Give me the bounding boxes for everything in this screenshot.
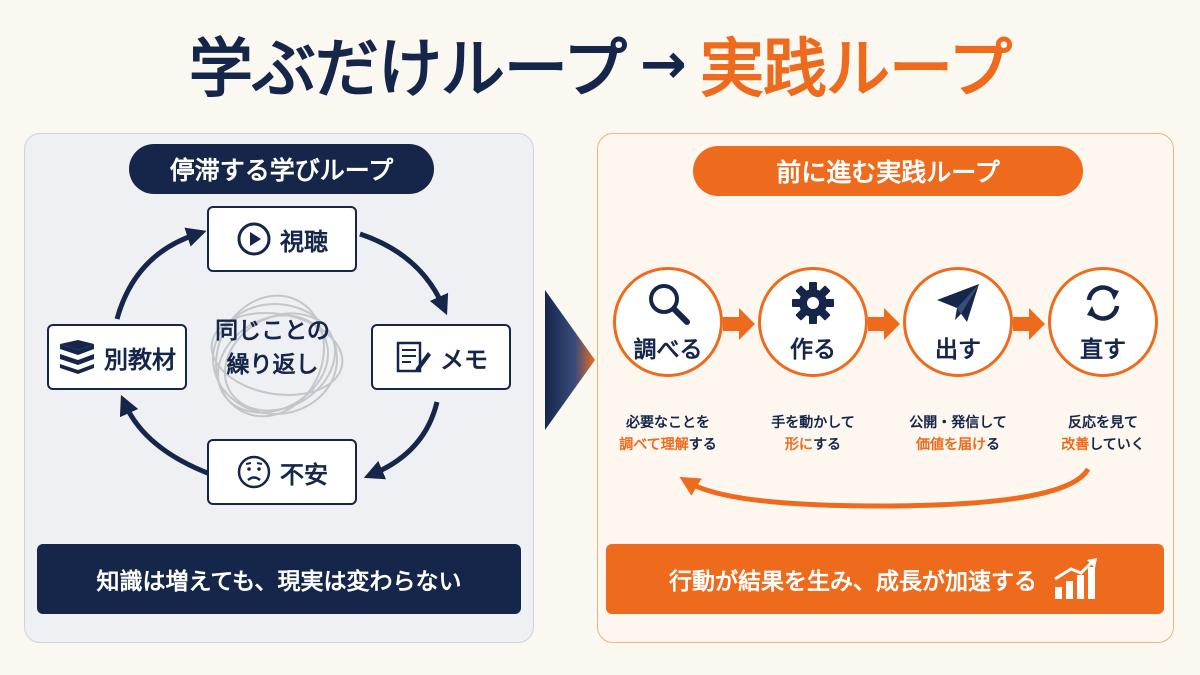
node-memo-label: メモ bbox=[440, 345, 488, 374]
step-arrow-2 bbox=[868, 308, 900, 340]
desc-line: 手を動かして bbox=[771, 415, 855, 431]
desc-highlight: 価値を届け bbox=[916, 437, 986, 453]
practice-conclusion-text: 行動が結果を生み、成長が加速する bbox=[669, 569, 1037, 595]
gear-icon bbox=[792, 282, 834, 324]
practice-loop-heading: 前に進む実践ループ bbox=[693, 146, 1083, 196]
desc-line: 必要なことを bbox=[626, 415, 710, 431]
practice-conclusion-banner: 行動が結果を生み、成長が加速する bbox=[606, 544, 1164, 614]
step-publish-label: 出す bbox=[935, 337, 981, 363]
desc-highlight: 改善 bbox=[1061, 437, 1090, 453]
step-publish: 出す bbox=[903, 267, 1013, 377]
repetition-line-1: 同じことの bbox=[215, 318, 330, 344]
node-anxiety: 不安 bbox=[207, 439, 357, 505]
node-watch: 視聴 bbox=[207, 206, 357, 272]
repetition-text: 同じことの 繰り返し bbox=[195, 314, 350, 382]
step-arrow-1 bbox=[723, 308, 755, 340]
step-fix-description: 反応を見て 改善していく bbox=[1033, 412, 1173, 456]
search-icon bbox=[649, 284, 690, 325]
repetition-line-2: 繰り返し bbox=[226, 352, 319, 378]
step-research: 調べる bbox=[613, 267, 723, 377]
desc-line: 公開・発信して bbox=[909, 415, 1007, 431]
practice-flow-arrows bbox=[679, 308, 1091, 509]
books-icon bbox=[60, 340, 94, 374]
step-make: 作る bbox=[758, 267, 868, 377]
step-publish-description: 公開・発信して 価値を届ける bbox=[888, 412, 1028, 456]
step-make-label: 作る bbox=[790, 337, 836, 363]
desc-rest: する bbox=[688, 437, 717, 453]
loop-arrow-right-bottom bbox=[363, 401, 440, 480]
worried-face-icon bbox=[237, 455, 271, 489]
step-research-description: 必要なことを 調べて理解する bbox=[598, 412, 738, 456]
node-anxiety-label: 不安 bbox=[280, 460, 328, 489]
desc-highlight: 形に bbox=[784, 437, 814, 453]
desc-line: 反応を見て bbox=[1068, 415, 1138, 431]
loop-arrow-left-top bbox=[114, 227, 207, 320]
title-part-learn-loop: 学ぶだけループ bbox=[188, 33, 627, 107]
return-arrow bbox=[679, 467, 1091, 509]
stagnant-loop-arrows bbox=[114, 227, 449, 480]
practice-loop-panel: 前に進む実践ループ 調べる bbox=[597, 133, 1174, 643]
desc-rest: していく bbox=[1089, 437, 1145, 453]
title-arrow: → bbox=[640, 31, 687, 97]
node-memo: メモ bbox=[371, 324, 511, 390]
node-watch-label: 視聴 bbox=[280, 227, 328, 256]
node-other-materials-label: 別教材 bbox=[104, 345, 176, 374]
desc-rest: する bbox=[813, 437, 842, 453]
loop-arrow-top-right bbox=[359, 231, 449, 316]
stagnant-loop-panel: 停滞する学びループ 視聴 bbox=[24, 133, 534, 643]
stagnant-conclusion-banner: 知識は増えても、現実は変わらない bbox=[37, 544, 521, 614]
step-research-label: 調べる bbox=[633, 337, 703, 363]
scribble-icon bbox=[210, 294, 344, 418]
stagnant-loop-heading: 停滞する学びループ bbox=[129, 144, 434, 194]
desc-highlight: 調べて理解 bbox=[619, 437, 689, 453]
step-fix-label: 直す bbox=[1080, 337, 1126, 363]
step-make-description: 手を動かして 形にする bbox=[743, 412, 883, 456]
play-icon bbox=[237, 222, 271, 256]
page-title: 学ぶだけループ → 実践ループ bbox=[0, 14, 1200, 114]
memo-pen-icon bbox=[396, 341, 431, 373]
step-fix: 直す bbox=[1048, 267, 1158, 377]
step-arrow-3 bbox=[1013, 308, 1045, 340]
loop-arrow-bottom-left bbox=[119, 394, 211, 477]
growth-chart-icon bbox=[1054, 558, 1097, 599]
refresh-icon bbox=[1086, 285, 1120, 321]
desc-rest: る bbox=[986, 437, 1000, 453]
node-other-materials: 別教材 bbox=[47, 324, 187, 390]
transition-arrow bbox=[545, 290, 595, 430]
title-part-practice-loop: 実践ループ bbox=[699, 33, 1012, 107]
paper-plane-icon bbox=[937, 284, 979, 322]
